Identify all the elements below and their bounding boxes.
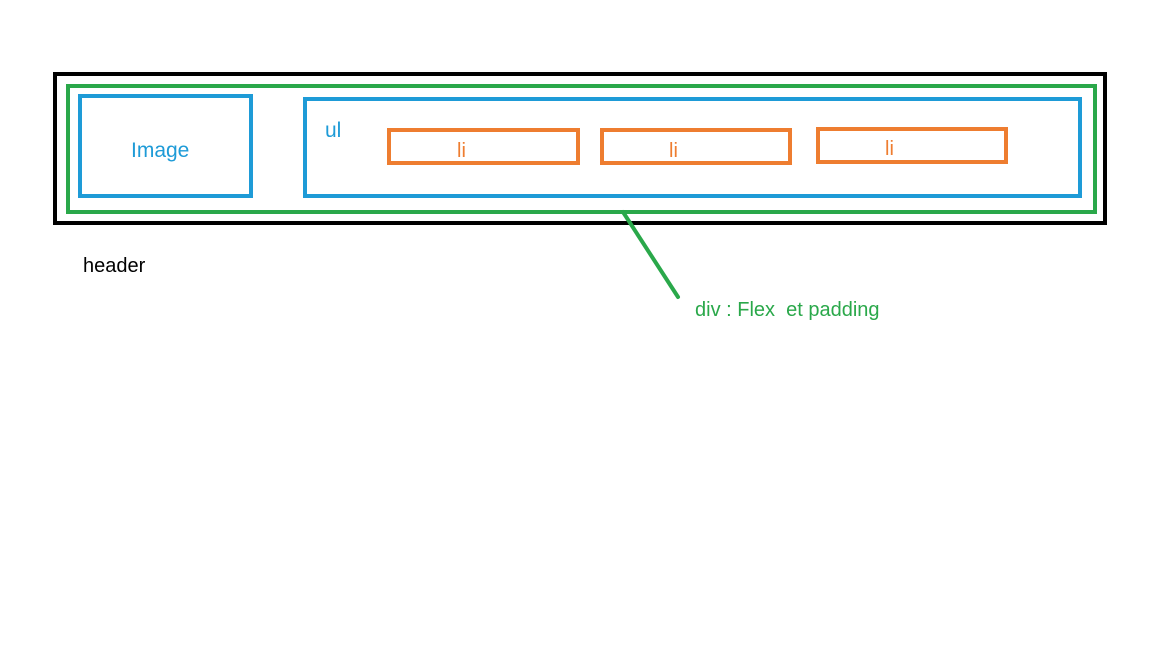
- ul-label: ul: [325, 119, 342, 142]
- li-label-2: li: [669, 140, 678, 162]
- image-label: Image: [131, 139, 190, 162]
- li-label-1: li: [457, 140, 466, 162]
- li-label-3: li: [885, 138, 894, 160]
- ul-outline: [303, 97, 1082, 198]
- header-outline: [53, 72, 1107, 225]
- li-outline-1: [387, 128, 580, 165]
- image-outline: [78, 94, 253, 198]
- div-outline: [66, 84, 1097, 214]
- li-outline-3: [816, 127, 1008, 164]
- div-annotation-label: div : Flex et padding: [695, 299, 880, 321]
- header-label: header: [83, 255, 146, 277]
- li-outline-2: [600, 128, 792, 165]
